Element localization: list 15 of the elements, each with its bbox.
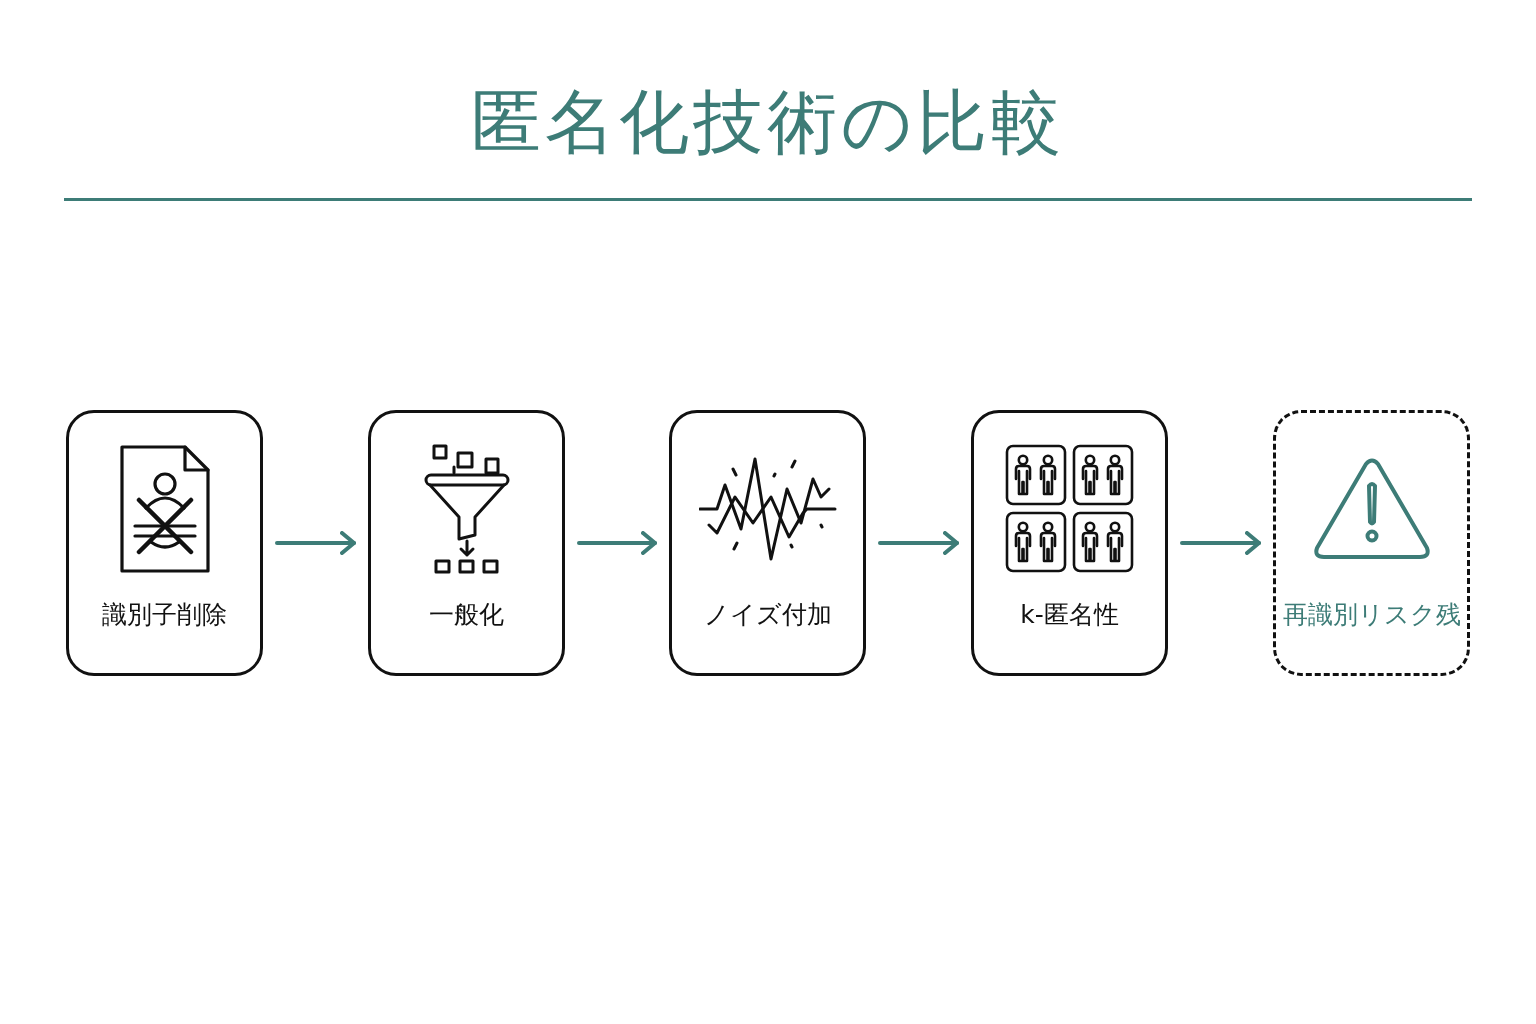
arrow (878, 531, 959, 555)
node-label: 識別子削除 (102, 599, 227, 631)
process-box (368, 410, 565, 676)
process-box (66, 410, 263, 676)
process-box (971, 410, 1168, 676)
node-label: ノイズ付加 (703, 599, 832, 631)
title: 匿名化技術の比較 (471, 80, 1065, 164)
node-label: k-匿名性 (1020, 599, 1119, 631)
process-box (669, 410, 866, 676)
dashed-box (1273, 410, 1470, 676)
arrow (1180, 531, 1261, 555)
arrow (275, 531, 356, 555)
node-label: 一般化 (429, 599, 504, 631)
arrow (577, 531, 657, 555)
node-label: 再識別リスク残 (1282, 599, 1461, 631)
